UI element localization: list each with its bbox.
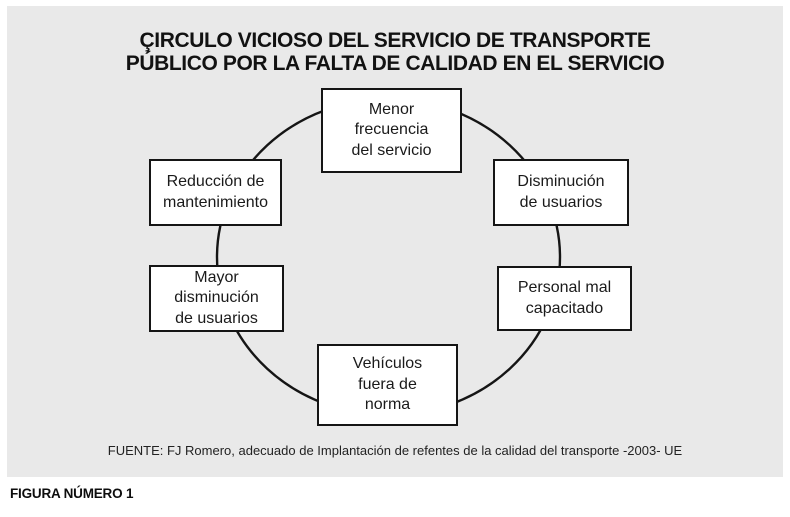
source-note: FUENTE: FJ Romero, adecuado de Implantac…	[107, 443, 683, 458]
node-disminucion-de-usuarios: Disminución de usuarios	[493, 159, 629, 226]
figure-caption: FIGURA NÚMERO 1	[10, 486, 134, 501]
node-personal-mal-capacitado: Personal mal capacitado	[497, 266, 632, 331]
title-line-2: PÚBLICO POR LA FALTA DE CALIDAD EN EL SE…	[125, 52, 665, 75]
node-menor-frecuencia-del-servicio: Menor frecuencia del servicio	[321, 88, 462, 173]
node-mayor-disminucion-de-usuarios: Mayor disminución de usuarios	[149, 265, 284, 332]
node-reduccion-de-mantenimiento: Reducción de mantenimiento	[149, 159, 282, 226]
title-line-1: ÇIRCULO VICIOSO DEL SERVICIO DE TRANSPOR…	[139, 29, 651, 52]
node-vehiculos-fuera-de-norma: Vehículos fuera de norma	[317, 344, 458, 426]
diagram-title: ÇIRCULO VICIOSO DEL SERVICIO DE TRANSPOR…	[7, 29, 783, 75]
